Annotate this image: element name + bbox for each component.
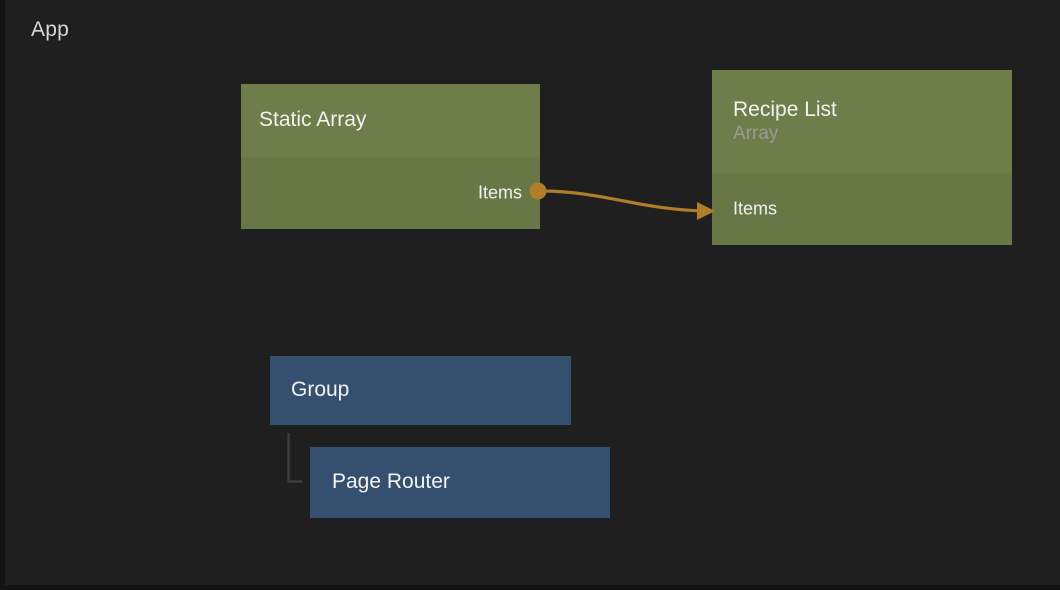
node-recipe-list-body: Items: [712, 173, 1012, 245]
node-static-array-header[interactable]: Static Array: [241, 84, 540, 157]
node-static-array-body: Items: [241, 157, 540, 229]
node-page-router-header[interactable]: Page Router: [310, 447, 610, 518]
node-static-array-title: Static Array: [259, 108, 367, 132]
node-page-router[interactable]: Page Router: [310, 447, 610, 518]
node-recipe-list[interactable]: Recipe List Array Items: [712, 70, 1012, 245]
node-recipe-list-header[interactable]: Recipe List Array: [712, 70, 1012, 173]
node-static-array[interactable]: Static Array Items: [241, 84, 540, 229]
node-recipe-list-subtitle: Array: [733, 122, 779, 144]
node-group-header[interactable]: Group: [270, 356, 571, 425]
wire-items-to-items[interactable]: [540, 189, 708, 213]
port-recipe-list-items[interactable]: Items: [733, 198, 778, 219]
node-recipe-list-title: Recipe List: [733, 97, 837, 121]
canvas-title: App: [31, 18, 69, 41]
port-static-array-items[interactable]: Items: [477, 182, 522, 203]
node-group-title: Group: [291, 378, 350, 402]
tree-connector-group-page-router: [287, 433, 302, 483]
node-page-router-title: Page Router: [332, 470, 450, 494]
node-group[interactable]: Group: [270, 356, 571, 425]
